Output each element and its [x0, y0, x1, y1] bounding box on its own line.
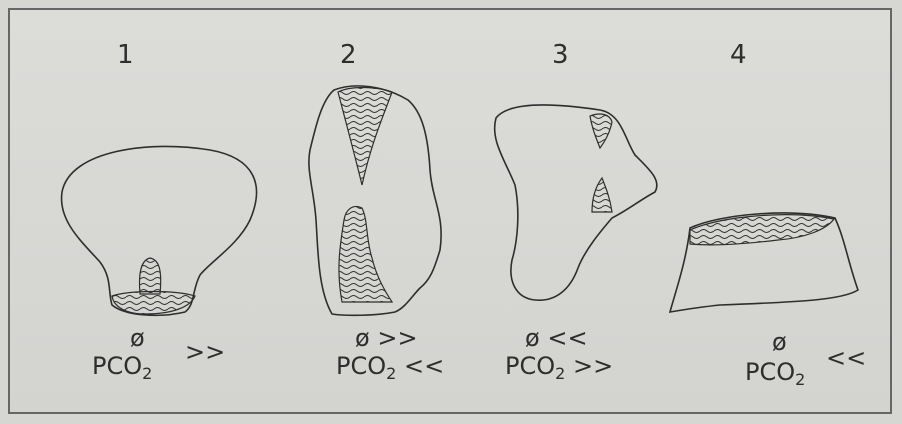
figure-number-3: 3	[552, 42, 569, 68]
specimen-3-cavity-lower	[592, 178, 612, 212]
pco2-arrow-1: >>	[185, 340, 225, 364]
phi-arrow-2: >>	[377, 324, 417, 352]
specimen-1-cavity	[112, 258, 195, 314]
phi-label-1: ø	[130, 326, 145, 350]
phi-label-2: ø >>	[355, 326, 418, 350]
pco2-label-2: PCO2 <<	[336, 354, 444, 378]
pco2-arrow-4: <<	[826, 346, 866, 370]
phi-arrow-3: <<	[547, 324, 587, 352]
subscript-two: 2	[142, 364, 152, 383]
pco2-label-1: PCO2	[92, 354, 152, 378]
pco2-text-4: PCO2	[745, 358, 805, 386]
specimen-2-cavity-upper	[338, 88, 392, 186]
specimen-2-cavity-lower	[339, 207, 392, 303]
phi-label-4: ø	[772, 330, 787, 354]
figure-number-4: 4	[730, 42, 747, 68]
subscript-two: 2	[555, 364, 565, 383]
phi-label-3: ø <<	[525, 326, 588, 350]
specimen-3-outline	[495, 105, 657, 300]
specimen-4-cavity	[690, 215, 834, 245]
pco2-label-3: PCO2 >>	[505, 354, 613, 378]
pco2-arrow-2: <<	[404, 352, 444, 380]
phi-text-3: ø	[525, 324, 540, 352]
subscript-two: 2	[795, 370, 805, 389]
specimen-3-cavity-upper	[590, 114, 612, 148]
pco2-text-2: PCO2	[336, 352, 396, 380]
phi-text-2: ø	[355, 324, 370, 352]
pco2-label-4: PCO2	[745, 360, 805, 384]
pco2-arrow-3: >>	[573, 352, 613, 380]
pco2-text-3: PCO2	[505, 352, 565, 380]
figure-number-2: 2	[340, 42, 357, 68]
pco2-text-1: PCO2	[92, 352, 152, 380]
subscript-two: 2	[386, 364, 396, 383]
figure-number-1: 1	[117, 42, 134, 68]
